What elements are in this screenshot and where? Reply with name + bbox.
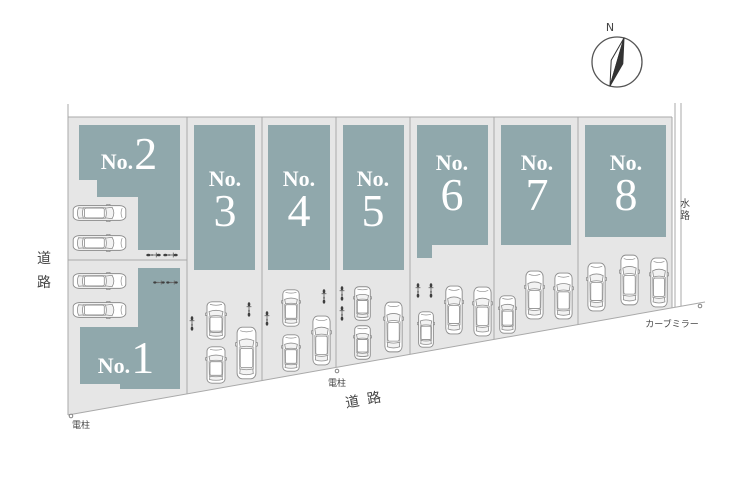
car-icon [553, 272, 574, 320]
car-icon [444, 285, 464, 335]
lot-2-footprint [79, 125, 180, 250]
waterway-label-1: 水 [680, 198, 690, 210]
map-annotations: 道 路 道路 水 路 電柱 電柱 カーブミラー [37, 198, 703, 431]
lot-5-number: 5 [362, 185, 385, 236]
lot-2-prefix: No. [101, 149, 133, 174]
car-icon [353, 325, 372, 360]
lot-4-footprint [268, 125, 330, 270]
utility-pole-west-label: 電柱 [72, 419, 90, 431]
car-icon [472, 286, 493, 337]
lot-4-number: 4 [288, 185, 311, 236]
utility-pole-marker [68, 413, 74, 419]
car-icon [586, 262, 607, 312]
car-icon [524, 270, 545, 320]
compass-needle-icon [609, 37, 625, 87]
lot-1-label: No.1 [98, 332, 154, 383]
north-label: N [606, 21, 614, 34]
lot-5-prefix: No. [357, 166, 389, 191]
lot-4-prefix: No. [283, 166, 315, 191]
lot-6-prefix: No. [436, 150, 468, 175]
car-icon [205, 301, 227, 340]
car-icon [383, 301, 404, 353]
road-south-label: 道路 [344, 388, 390, 411]
car-icon [72, 234, 127, 252]
lot-1-footprint [80, 268, 180, 389]
car-icon [72, 272, 127, 290]
lot-2-label: No.2 [101, 128, 157, 179]
curve-mirror-marker [697, 303, 703, 309]
car-icon [235, 326, 258, 380]
lot-7-prefix: No. [521, 150, 553, 175]
lot-3-number: 3 [214, 185, 237, 236]
car-icon [619, 254, 640, 306]
lot-3-prefix: No. [209, 166, 241, 191]
car-icon [205, 346, 227, 384]
car-icon [281, 334, 301, 372]
car-icon [72, 301, 127, 319]
lot-6-footprint [417, 125, 488, 258]
road-west-label-1: 道 [37, 251, 51, 267]
north-arrow: N [591, 21, 643, 88]
lot-6-number: 6 [441, 169, 464, 220]
lot-7-number: 7 [526, 169, 549, 220]
lot-8-prefix: No. [610, 150, 642, 175]
road-west-label-2: 路 [37, 275, 51, 291]
building-footprints [79, 125, 666, 389]
car-icon [417, 311, 435, 348]
car-icon [498, 295, 517, 334]
lot-2-number: 2 [134, 128, 157, 179]
car-icon [281, 289, 301, 327]
curve-mirror-label: カーブミラー [645, 318, 698, 330]
lot-5-footprint [343, 125, 404, 270]
lot-8-number: 8 [615, 169, 638, 220]
car-icon [353, 286, 372, 321]
lot-1-number: 1 [131, 332, 154, 383]
car-icon [649, 257, 669, 308]
utility-pole-south-label: 電柱 [328, 377, 346, 389]
lot-labels: No.2 No.1 No. 3 No. 4 No. 5 No. 6 No. 7 … [98, 128, 642, 383]
car-icon [72, 204, 127, 222]
lot-8-footprint [585, 125, 666, 237]
utility-pole-marker [334, 368, 340, 374]
site-boundaries [67, 103, 706, 416]
lot-7-footprint [501, 125, 571, 245]
waterway-label-2: 路 [680, 209, 690, 222]
south-road-edge [67, 301, 706, 416]
lot-3-footprint [194, 125, 255, 270]
lot-1-prefix: No. [98, 353, 130, 378]
car-icon [311, 315, 332, 366]
